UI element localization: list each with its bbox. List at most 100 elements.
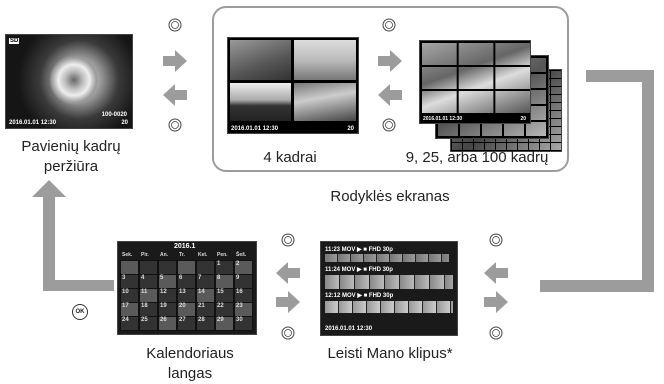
index-display-box bbox=[212, 6, 569, 172]
calendar-date-cell: 20 bbox=[177, 302, 196, 317]
calendar-date-cell bbox=[196, 260, 215, 275]
nine-grid bbox=[420, 41, 530, 113]
nine-frames-screen: 2016.01.01 12:30 20 bbox=[419, 40, 531, 124]
calendar-date-cell: 30 bbox=[234, 316, 253, 331]
calendar-date-number: 14 bbox=[198, 289, 205, 295]
calendar-date-number: 30 bbox=[236, 317, 243, 323]
calendar-date-number: 8 bbox=[217, 275, 221, 281]
calendar-date-number: 10 bbox=[122, 289, 129, 295]
arrow-right-2 bbox=[378, 50, 402, 72]
single-timestamp: 2016.01.01 12:30 bbox=[9, 120, 57, 126]
clip-row-2: 11:24 MOV ▶ ■ FHD 30p bbox=[325, 267, 393, 273]
calendar-day-label: Pir. bbox=[141, 252, 149, 258]
clip-thumbs-1 bbox=[325, 254, 449, 262]
calendar-day-label: An. bbox=[160, 252, 169, 258]
clip-row-1: 11:23 MOV ▶ ■ FHD 30p bbox=[325, 247, 393, 253]
calendar-date-number: 18 bbox=[141, 303, 148, 309]
calendar-date-cell: 26 bbox=[158, 316, 177, 331]
index-display-label: Rodyklės ekranas bbox=[330, 188, 450, 205]
calendar-date-cell bbox=[177, 260, 196, 275]
calendar-date-number: 25 bbox=[141, 317, 148, 323]
calendar-date-number: 27 bbox=[179, 317, 186, 323]
thumb-4 bbox=[294, 83, 356, 121]
calendar-date-number: 19 bbox=[160, 303, 167, 309]
single-counter: 100-0020 bbox=[101, 112, 127, 118]
calendar-date-cell: 21 bbox=[196, 302, 215, 317]
calendar-date-number: 7 bbox=[198, 275, 202, 281]
dial-icon bbox=[489, 233, 503, 247]
many-frames-label: 9, 25, arba 100 kadrų bbox=[405, 149, 549, 166]
calendar-date-number: 26 bbox=[160, 317, 167, 323]
my-clips-screen: 11:23 MOV ▶ ■ FHD 30p 11:24 MOV ▶ ■ FHD … bbox=[320, 241, 458, 336]
calendar-date-cell: 16 bbox=[234, 288, 253, 303]
calendar-date-number: 28 bbox=[198, 317, 205, 323]
arrow-left-2 bbox=[378, 84, 402, 106]
calendar-day-label: Ket. bbox=[198, 252, 208, 258]
calendar-date-number: 23 bbox=[236, 303, 243, 309]
dial-icon bbox=[281, 233, 295, 247]
calendar-date-cell: 7 bbox=[196, 274, 215, 289]
clip-thumbs-3 bbox=[325, 301, 453, 313]
arrow-left-3 bbox=[276, 262, 300, 284]
calendar-date-cell: 17 bbox=[120, 302, 139, 317]
calendar-date-cell bbox=[139, 260, 158, 275]
calendar-date-number: 12 bbox=[160, 289, 167, 295]
calendar-date-cell: 4 bbox=[139, 274, 158, 289]
calendar-date-cell: 14 bbox=[196, 288, 215, 303]
four-frames-screen: 2016.01.01 12:30 20 bbox=[227, 37, 359, 134]
calendar-date-cell: 24 bbox=[120, 316, 139, 331]
dial-icon bbox=[382, 18, 396, 32]
calendar-date-cell: 11 bbox=[139, 288, 158, 303]
calendar-date-number: 16 bbox=[236, 289, 243, 295]
calendar-date-cell: 27 bbox=[177, 316, 196, 331]
left-bracket bbox=[32, 180, 114, 291]
calendar-day-label: Tr. bbox=[179, 252, 185, 258]
thumb-1 bbox=[230, 40, 291, 80]
four-frames-label: 4 kadrai bbox=[263, 149, 317, 166]
dial-icon bbox=[382, 118, 396, 132]
calendar-date-cell: 6 bbox=[177, 274, 196, 289]
right-bracket bbox=[540, 70, 654, 292]
calendar-date-number: 1 bbox=[217, 261, 221, 267]
calendar-date-number: 13 bbox=[179, 289, 186, 295]
calendar-days-row: Sek.Pir.An.Tr.Ket.Pen.Šeš. bbox=[120, 252, 254, 260]
calendar-date-cell: 5 bbox=[158, 274, 177, 289]
single-frame-label: Pavienių kadrų peržiūra bbox=[21, 138, 121, 175]
calendar-date-number: 4 bbox=[141, 275, 145, 281]
nine-timestamp: 2016.01.01 12:30 bbox=[423, 116, 463, 122]
single-frame-screen: SD 100-0020 2016.01.01 12:30 20 bbox=[5, 34, 133, 129]
calendar-title: 2016.1 bbox=[174, 243, 196, 250]
calendar-date-number: 24 bbox=[122, 317, 129, 323]
calendar-date-cell: 3 bbox=[120, 274, 139, 289]
calendar-date-cell: 8 bbox=[215, 274, 234, 289]
dial-icon bbox=[281, 326, 295, 340]
calendar-date-cell: 15 bbox=[215, 288, 234, 303]
arrow-right-4 bbox=[484, 291, 508, 313]
dial-icon bbox=[168, 118, 182, 132]
clips-timestamp: 2016.01.01 12:30 bbox=[325, 326, 373, 332]
calendar-date-number: 17 bbox=[122, 303, 129, 309]
thumb-2 bbox=[294, 40, 356, 80]
four-frame-number: 20 bbox=[347, 126, 354, 132]
calendar-date-cell: 2 bbox=[234, 260, 253, 275]
clips-label: Leisti Mano klipus* bbox=[327, 345, 453, 362]
calendar-date-cell bbox=[120, 260, 139, 275]
calendar-date-cell: 1 bbox=[215, 260, 234, 275]
calendar-date-cell: 10 bbox=[120, 288, 139, 303]
calendar-date-number: 21 bbox=[198, 303, 205, 309]
clip-row-3: 12:12 MOV ▶ ■ FHD 30p bbox=[325, 293, 394, 299]
calendar-date-cell: 29 bbox=[215, 316, 234, 331]
arrow-right-1 bbox=[163, 50, 187, 72]
calendar-date-cell: 12 bbox=[158, 288, 177, 303]
arrow-left-1 bbox=[163, 84, 187, 106]
calendar-date-number: 9 bbox=[236, 275, 240, 281]
ok-button-icon: OK bbox=[72, 304, 88, 320]
arrow-right-3 bbox=[276, 291, 300, 313]
calendar-date-cell: 28 bbox=[196, 316, 215, 331]
four-timestamp: 2016.01.01 12:30 bbox=[231, 126, 279, 132]
calendar-date-number: 6 bbox=[179, 275, 183, 281]
dial-icon bbox=[489, 326, 503, 340]
calendar-date-number: 2 bbox=[236, 261, 240, 267]
